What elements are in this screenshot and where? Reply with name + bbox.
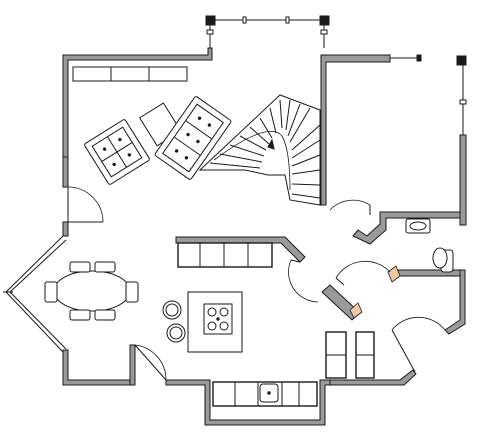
kitchen-upper-cabinets [177, 242, 273, 268]
dining-chairs [44, 261, 139, 321]
dining-table [53, 270, 131, 312]
bookshelf [72, 66, 188, 82]
interior-walls [175, 236, 363, 321]
utility-cabinets [325, 331, 375, 379]
bathroom-sink [405, 218, 431, 234]
kitchen-island [187, 291, 243, 353]
door-swings [67, 186, 446, 381]
toilet [432, 247, 454, 273]
sofa [154, 96, 232, 180]
staircase [198, 94, 321, 206]
exterior-walls [3, 15, 467, 426]
kitchen-counter [212, 381, 318, 407]
bar-stools [162, 300, 186, 343]
armchair [84, 119, 150, 185]
